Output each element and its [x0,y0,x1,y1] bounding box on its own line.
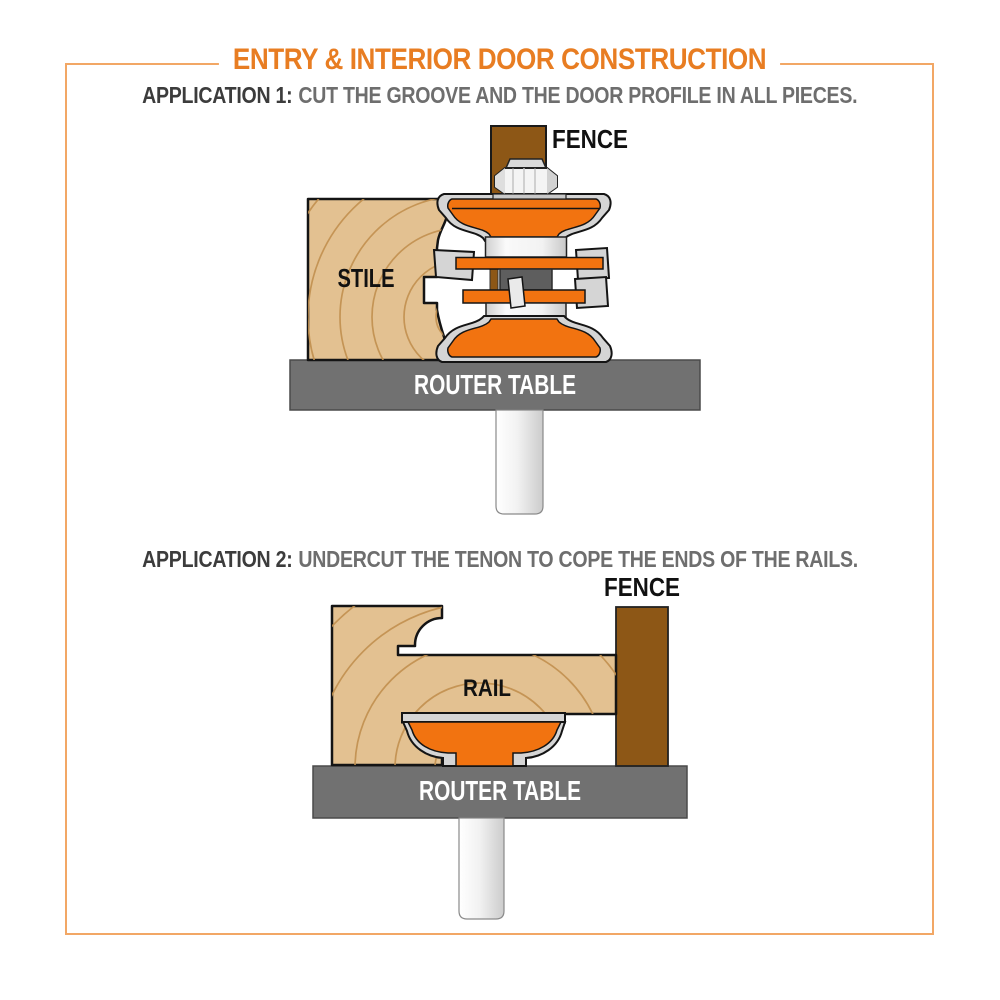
fence-sliver [489,266,499,292]
router-table [289,359,701,411]
arbor-washer [492,193,567,200]
page-title-row: ENTRY & INTERIOR DOOR CONSTRUCTION [0,41,1000,79]
bit-spacer-lower [485,302,567,318]
application2-heading: APPLICATION 2:UNDERCUT THE TENON TO COPE… [0,547,1000,572]
arbor-nut-facet-lines [512,168,536,194]
arbor-nut-right-facet [547,168,557,194]
bit-cutter-tooth [507,276,526,309]
stile-label: STILE [338,263,395,293]
bit-bottom-cutter [447,318,601,358]
spindle-shank [495,409,544,515]
application1-heading: APPLICATION 1:CUT THE GROOVE AND THE DOO… [0,83,1000,108]
diagram-application2: FENCE RAIL ROUTER TABLE [312,572,688,920]
spindle-shank-2 [458,817,505,920]
router-table-label-2: ROUTER TABLE [419,775,581,806]
application1-heading-rest: CUT THE GROOVE AND THE DOOR PROFILE IN A… [298,82,858,108]
application2-heading-rest: UNDERCUT THE TENON TO COPE THE ENDS OF T… [298,546,858,572]
arbor-nut-left-facet [495,168,505,194]
router-table-2 [312,765,688,819]
diagram-application1: FENCE STILE ROUTER TABLE [289,124,701,515]
application1-heading-strong: APPLICATION 1: [142,82,293,108]
page-title: ENTRY & INTERIOR DOOR CONSTRUCTION [219,41,781,79]
stile-wood-grain [308,199,448,360]
fence-label: FENCE [552,124,628,154]
arbor-nut-cap [504,158,548,169]
bit-spacer-upper [484,236,568,258]
application2-heading-strong: APPLICATION 2: [142,546,293,572]
rail-workpiece [330,604,618,767]
fence-label-2: FENCE [604,572,680,602]
bit-slot-cutter-upper [455,256,604,270]
cope-cutter [406,721,563,767]
fence-board-2 [615,606,669,767]
router-table-label: ROUTER TABLE [414,369,576,400]
rail-label: RAIL [463,675,511,702]
